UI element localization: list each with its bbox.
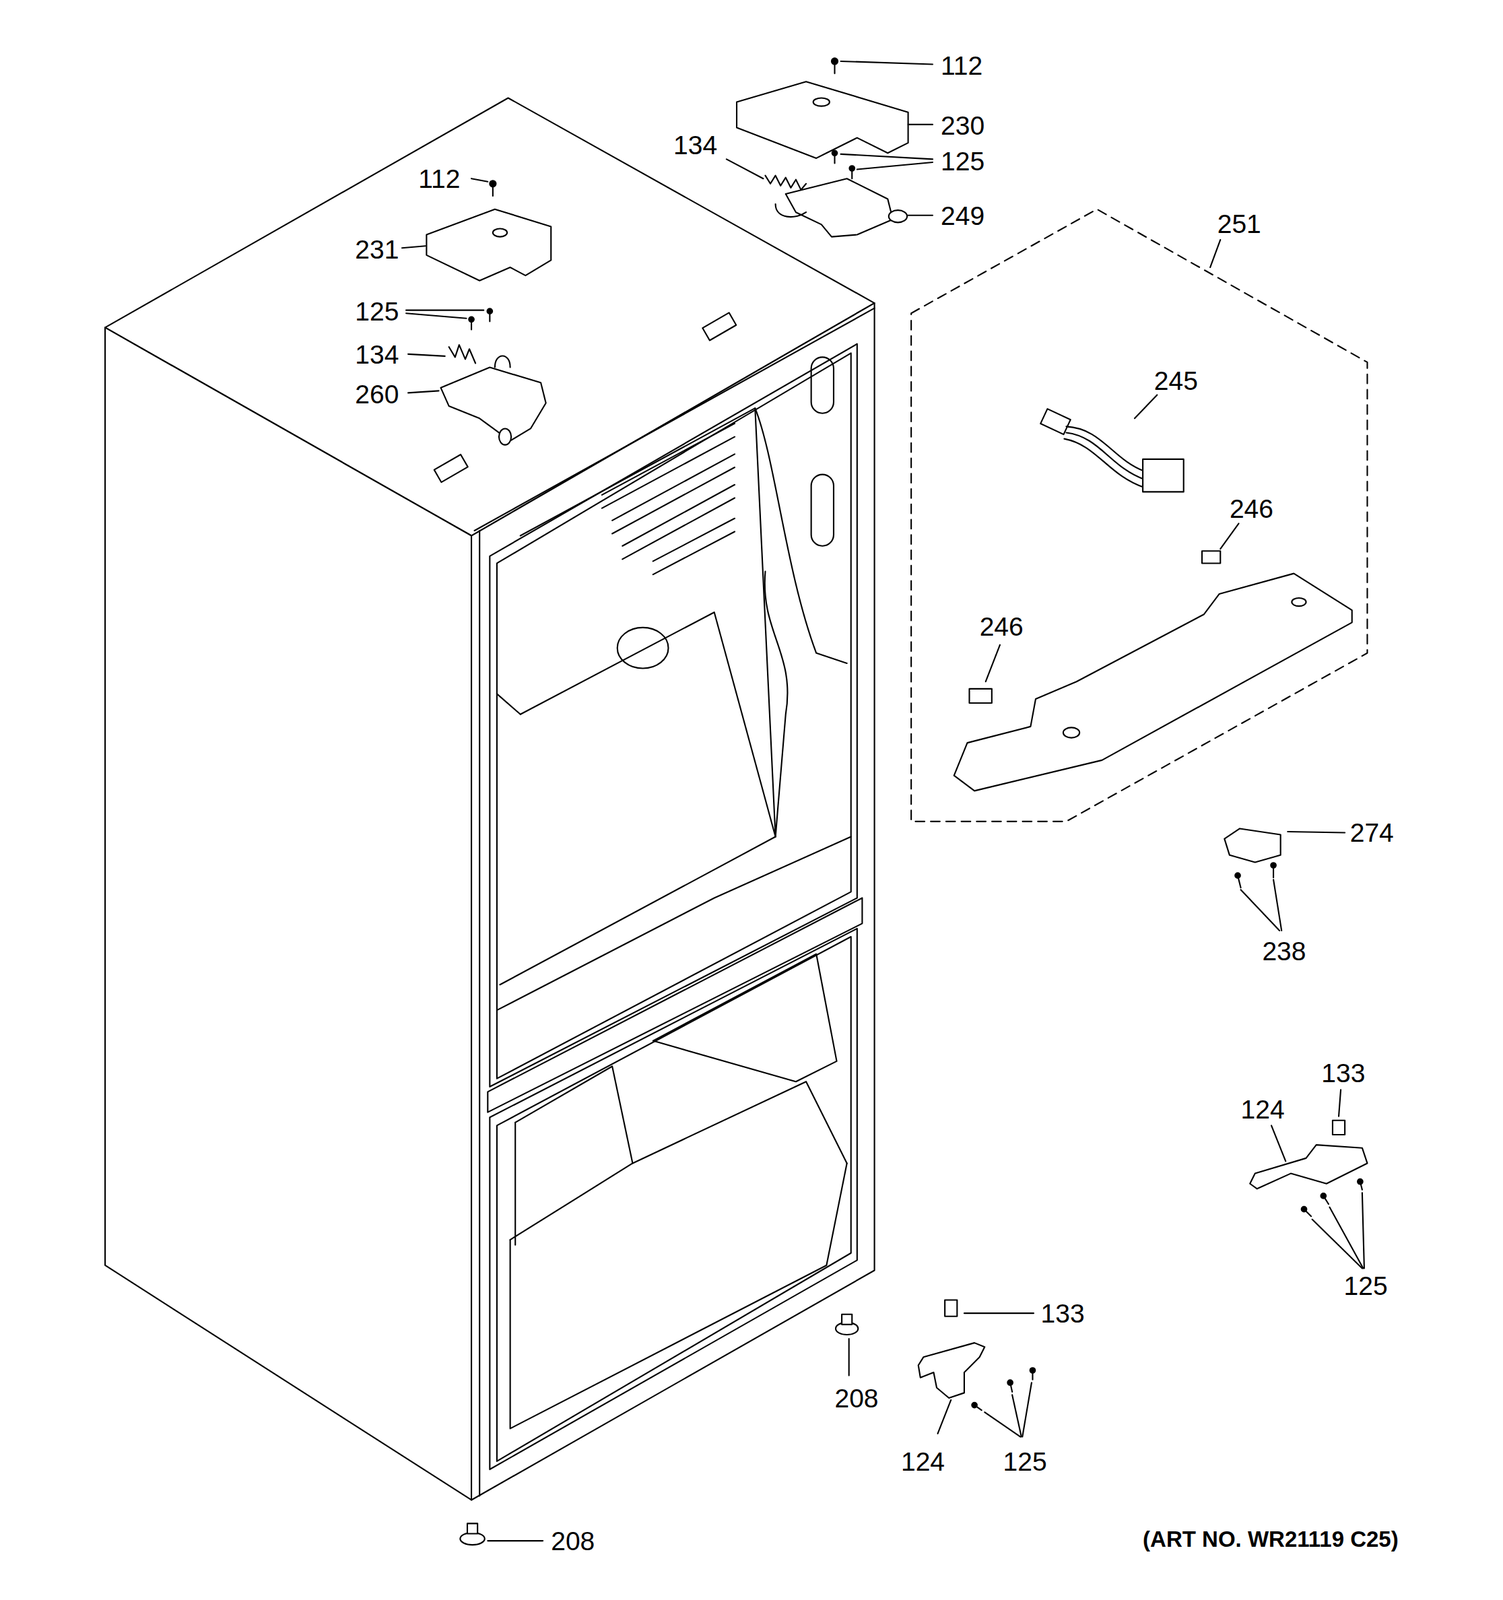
callout-number: 230 [940,112,985,139]
callout-number: 274 [1350,819,1394,846]
art-number: (ART NO. WR21119 C25) [1142,1527,1399,1551]
callout-number: 208 [550,1527,595,1555]
callout-number: 249 [940,202,985,229]
callout-number: 246 [1229,494,1274,522]
callout-number: 208 [834,1384,879,1411]
callout-number: 231 [354,235,399,262]
cabinet [105,97,875,1500]
callout-number: 125 [354,298,399,325]
callout-number: 125 [1003,1447,1048,1475]
callout-number: 125 [1344,1272,1388,1299]
callout-number: 124 [900,1447,945,1475]
callout-number: 134 [673,131,718,159]
callout-number: 238 [1261,938,1306,965]
callout-number: 133 [1041,1300,1085,1327]
callout-number: 246 [979,613,1024,640]
callout-number: 112 [940,51,983,79]
callout-number: 133 [1321,1059,1365,1086]
callout-number: 112 [418,165,460,192]
callout-number: 124 [1241,1096,1285,1123]
callout-number: 251 [1217,210,1262,237]
callout-number: 245 [1154,367,1198,394]
callout-number: 134 [354,340,399,367]
callout-number: 125 [940,148,985,175]
callout-number: 260 [354,380,399,407]
